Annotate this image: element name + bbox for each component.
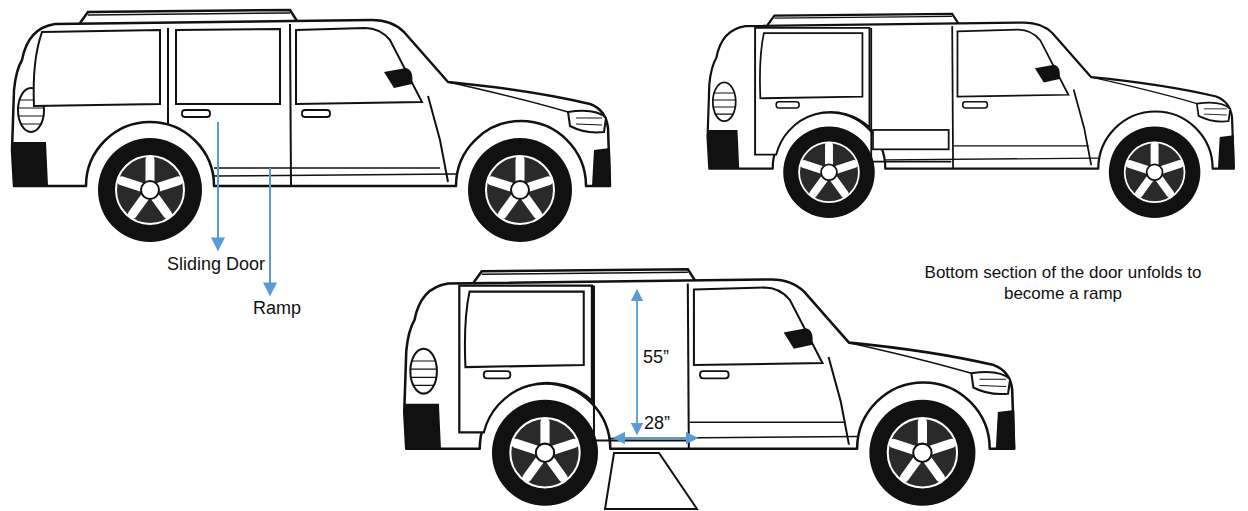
door-handle (182, 110, 210, 117)
leader-arrow (269, 168, 271, 295)
dimension-arrow (636, 290, 638, 434)
dimension-label: 55” (643, 346, 693, 369)
leader-arrow (217, 122, 219, 250)
ramp-fold-line (214, 167, 440, 169)
sliding-door-group (755, 28, 1089, 162)
part-label: Sliding Door (146, 253, 286, 276)
suv-drawing (404, 269, 1015, 506)
vehicle-door-open (708, 14, 1235, 218)
vehicle-ramp-deployed (404, 269, 1015, 506)
rear-window (34, 30, 160, 106)
suv-drawing (12, 10, 611, 242)
door-edge (167, 28, 169, 124)
vehicle-closed (12, 10, 611, 295)
dimension-arrow (614, 437, 697, 439)
note-text: Bottom section of the door unfolds to be… (922, 262, 1204, 305)
part-label: Ramp (237, 297, 317, 320)
suv-drawing (708, 14, 1235, 218)
deployed-ramp (605, 453, 697, 509)
folded-ramp (873, 130, 949, 149)
sliding-door-group (459, 286, 846, 441)
door-window (176, 29, 280, 104)
dimension-label: 28” (635, 412, 679, 435)
